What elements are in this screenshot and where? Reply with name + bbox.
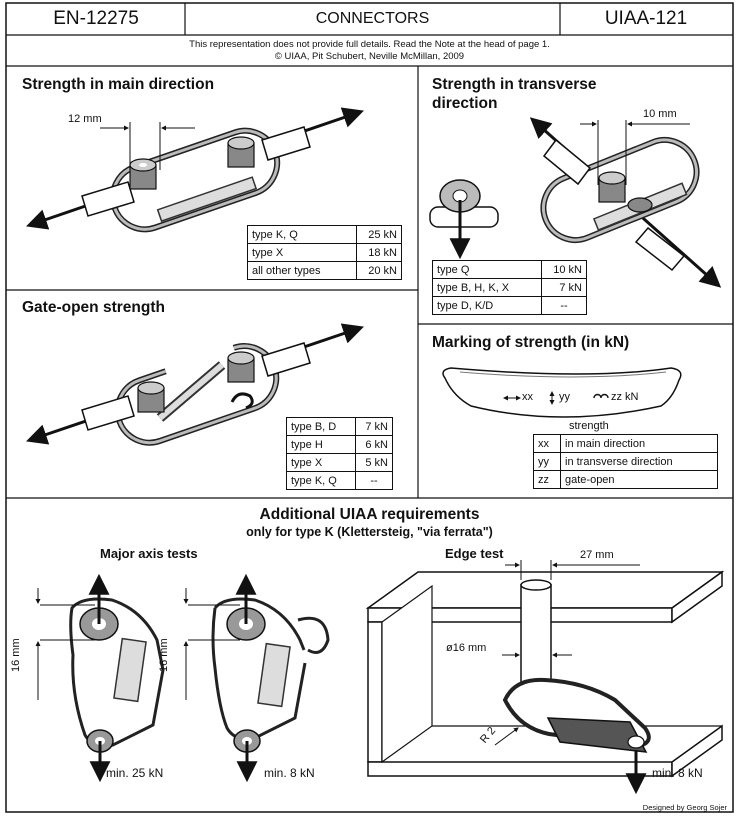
- major-axis-dim-right: 16 mm: [158, 638, 170, 672]
- type-cell: all other types: [247, 261, 357, 280]
- value-cell: 20 kN: [356, 261, 402, 280]
- marking-xx-symbol: xx: [522, 391, 533, 403]
- marking-zz-symbol: zz kN: [611, 391, 639, 403]
- page-title: CONNECTORS: [315, 10, 430, 27]
- designer-credit: Designed by Georg Sojer: [642, 803, 727, 812]
- value-cell: 18 kN: [356, 243, 402, 262]
- type-cell: type H: [286, 435, 356, 454]
- transverse-title-line1: Strength in transverse: [432, 76, 597, 93]
- value-cell: 10 kN: [541, 260, 587, 279]
- type-cell: type Q: [432, 260, 542, 279]
- value-cell: 25 kN: [356, 225, 402, 244]
- note-line-1: This representation does not provide ful…: [189, 39, 550, 50]
- value-cell: 5 kN: [355, 453, 393, 472]
- gate-open-title: Gate-open strength: [22, 299, 165, 316]
- main-direction-drawing: [26, 107, 364, 233]
- code-cell: xx: [533, 434, 561, 453]
- outer-frame: [5, 2, 734, 813]
- code-cell: yy: [533, 452, 561, 471]
- major-axis-dim-left: 16 mm: [10, 638, 22, 672]
- major-axis-load-left: min. 25 kN: [106, 766, 164, 780]
- marking-title: Marking of strength (in kN): [432, 334, 630, 351]
- transverse-drawing: [429, 117, 722, 288]
- type-cell: type X: [286, 453, 356, 472]
- value-cell: 7 kN: [541, 278, 587, 297]
- type-cell: type K, Q: [286, 471, 356, 490]
- marking-drawing: [442, 367, 682, 418]
- value-cell: --: [355, 471, 393, 490]
- table-row: type D, K/D--: [432, 296, 587, 315]
- major-axis-drawing: [35, 573, 330, 783]
- type-cell: type B, D: [286, 417, 356, 436]
- type-cell: type K, Q: [247, 225, 357, 244]
- main-direction-title: Strength in main direction: [22, 76, 215, 93]
- marking-legend-header: strength: [569, 420, 609, 432]
- type-cell: type B, H, K, X: [432, 278, 542, 297]
- edge-test-drawing: [365, 560, 725, 795]
- code-cell: zz: [533, 470, 561, 489]
- value-cell: 6 kN: [355, 435, 393, 454]
- major-axis-load-right: min. 8 kN: [264, 766, 315, 780]
- major-axis-title: Major axis tests: [100, 546, 198, 561]
- type-cell: type X: [247, 243, 357, 262]
- gate-open-drawing: [26, 323, 364, 446]
- desc-cell: gate-open: [560, 470, 718, 489]
- note-line-2: © UIAA, Pit Schubert, Neville McMillan, …: [274, 51, 465, 62]
- value-cell: 7 kN: [355, 417, 393, 436]
- marking-yy-symbol: yy: [559, 391, 570, 403]
- uiaa-code: UIAA-121: [604, 8, 688, 29]
- edge-width-label: 27 mm: [580, 549, 614, 561]
- standard-code: EN-12275: [53, 8, 139, 29]
- edge-diameter-label: ø16 mm: [446, 642, 487, 654]
- additional-title: Additional UIAA requirements: [259, 506, 480, 523]
- desc-cell: in main direction: [560, 434, 718, 453]
- table-row: type K, Q--: [286, 471, 393, 490]
- desc-cell: in transverse direction: [560, 452, 718, 471]
- main-dimension-label: 12 mm: [68, 113, 102, 125]
- edge-test-title: Edge test: [445, 546, 504, 561]
- transverse-dimension-label: 10 mm: [643, 108, 677, 120]
- additional-subtitle: only for type K (Klettersteig, "via ferr…: [246, 525, 493, 539]
- transverse-title-line2: direction: [432, 95, 498, 112]
- value-cell: --: [541, 296, 587, 315]
- edge-load-label: min. 8 kN: [652, 766, 703, 780]
- type-cell: type D, K/D: [432, 296, 542, 315]
